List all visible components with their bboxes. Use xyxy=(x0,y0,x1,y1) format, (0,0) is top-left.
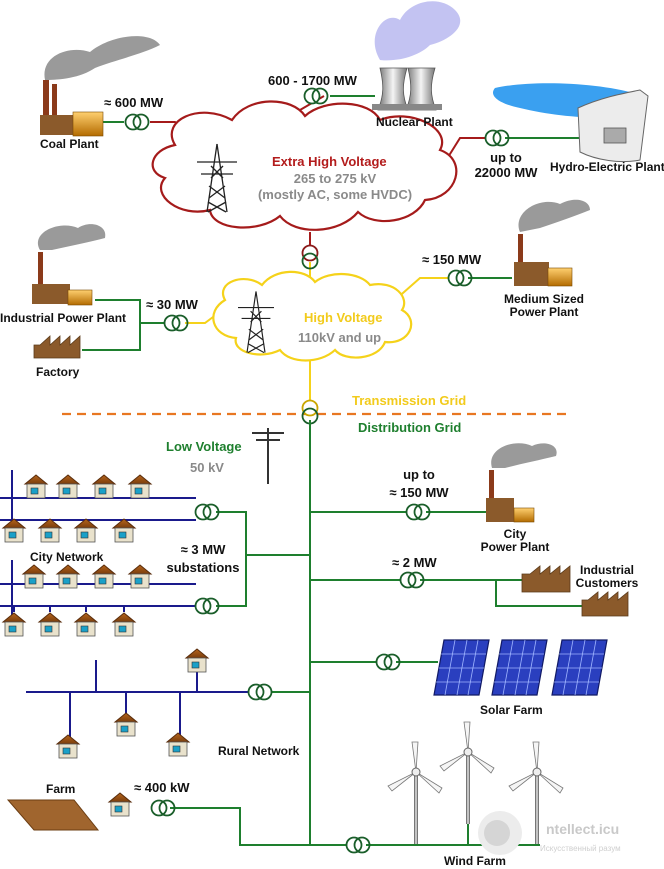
farm-house-icon xyxy=(108,792,132,817)
house-icon xyxy=(166,732,190,757)
rural-transformer-icon xyxy=(247,683,273,701)
ehv-plant-feeders xyxy=(100,95,585,139)
industrial-customers-icon xyxy=(521,565,629,617)
nuclear-plant-label: Nuclear Plant xyxy=(376,115,453,129)
house-icon xyxy=(2,612,26,637)
city-plant-line1: City xyxy=(503,527,527,541)
watermark-text: ntellect.icu xyxy=(546,821,620,837)
city-network-label: City Network xyxy=(30,550,104,564)
substations-line1: ≈ 3 MW xyxy=(180,542,226,557)
ehv-note: (mostly AC, some HVDC) xyxy=(257,187,413,202)
industrial-plant-icon xyxy=(32,224,106,306)
hydro-plant-icon xyxy=(492,83,649,163)
medium-plant-line1: Medium Sized xyxy=(503,292,584,306)
farm-field-icon xyxy=(6,799,100,831)
wind-farm-label: Wind Farm xyxy=(444,854,506,868)
medium-plant-icon xyxy=(514,199,590,287)
house-icon xyxy=(56,734,80,759)
house-icon xyxy=(74,612,98,637)
farm-power-label: ≈ 400 kW xyxy=(134,780,190,795)
solar-farm-icon xyxy=(433,639,608,696)
ehv-cloud xyxy=(151,100,458,231)
rural-network-lines xyxy=(26,660,256,738)
house-icon xyxy=(128,564,152,589)
house-icon xyxy=(22,564,46,589)
hydro-power-line1: up to xyxy=(490,150,522,165)
coal-plant-label: Coal Plant xyxy=(40,137,99,151)
industrial-customers-power: ≈ 2 MW xyxy=(392,555,437,570)
house-icon xyxy=(56,564,80,589)
watermark-logo xyxy=(478,811,522,855)
coal-power-label: ≈ 600 MW xyxy=(104,95,164,110)
house-icon xyxy=(185,648,209,673)
city-power-line1: up to xyxy=(403,467,435,482)
house-icon xyxy=(92,474,116,499)
house-icon xyxy=(56,474,80,499)
industrial-transformer-icon xyxy=(163,314,189,332)
industrial-power-label: ≈ 30 MW xyxy=(146,297,198,312)
city-substation-transformer-icon xyxy=(194,597,220,615)
house-icon xyxy=(74,518,98,543)
industrial-customers-line1: Industrial xyxy=(579,563,634,577)
house-icon xyxy=(112,518,136,543)
distribution-lines xyxy=(170,420,582,846)
industrial-plant-label: Industrial Power Plant xyxy=(0,311,127,325)
solar-farm-label: Solar Farm xyxy=(480,703,543,717)
house-icon xyxy=(38,612,62,637)
city-substation-transformer-icon xyxy=(194,503,220,521)
rural-network-label: Rural Network xyxy=(218,744,300,758)
industrial-feeders xyxy=(82,299,168,351)
house-icon xyxy=(92,564,116,589)
house-icon xyxy=(114,712,138,737)
wind-turbine-icon xyxy=(438,720,496,826)
transmission-grid-label: Transmission Grid xyxy=(352,393,467,408)
nuclear-power-label: 600 - 1700 MW xyxy=(268,73,357,88)
hv-title: High Voltage xyxy=(304,310,383,325)
low-voltage-value: 50 kV xyxy=(190,460,224,475)
watermark-subtext: Искусственный разум xyxy=(540,844,621,853)
house-icon xyxy=(128,474,152,499)
distribution-grid-label: Distribution Grid xyxy=(358,420,462,435)
factory-label: Factory xyxy=(36,365,80,379)
coal-transformer-icon xyxy=(124,113,150,131)
rural-houses xyxy=(56,648,209,759)
industrial-customers-line2: Customers xyxy=(575,576,639,590)
farm-label: Farm xyxy=(46,782,76,796)
city-plant-icon xyxy=(486,443,557,523)
substations-line2: substations xyxy=(166,560,240,575)
low-voltage-label: Low Voltage xyxy=(166,439,242,454)
coal-plant-icon xyxy=(40,36,160,137)
ehv-range: 265 to 275 kV xyxy=(293,171,377,186)
house-icon xyxy=(24,474,48,499)
nuclear-plant-icon xyxy=(372,1,461,111)
house-icon xyxy=(38,518,62,543)
medium-plant-line2: Power Plant xyxy=(509,305,579,319)
medium-power-label: ≈ 150 MW xyxy=(422,252,482,267)
hydro-power-line2: 22000 MW xyxy=(474,165,538,180)
house-icon xyxy=(2,518,26,543)
house-icon xyxy=(112,612,136,637)
hv-range: 110kV and up xyxy=(298,330,382,345)
wind-turbine-icon xyxy=(386,740,444,846)
nuclear-transformer-icon xyxy=(303,87,329,105)
city-power-line2: ≈ 150 MW xyxy=(389,485,449,500)
utility-pole-icon xyxy=(252,428,284,484)
ehv-title: Extra High Voltage xyxy=(272,154,387,169)
city-plant-line2: Power Plant xyxy=(480,540,550,554)
factory-icon xyxy=(33,335,81,359)
hydro-plant-label: Hydro-Electric Plant xyxy=(550,160,664,174)
